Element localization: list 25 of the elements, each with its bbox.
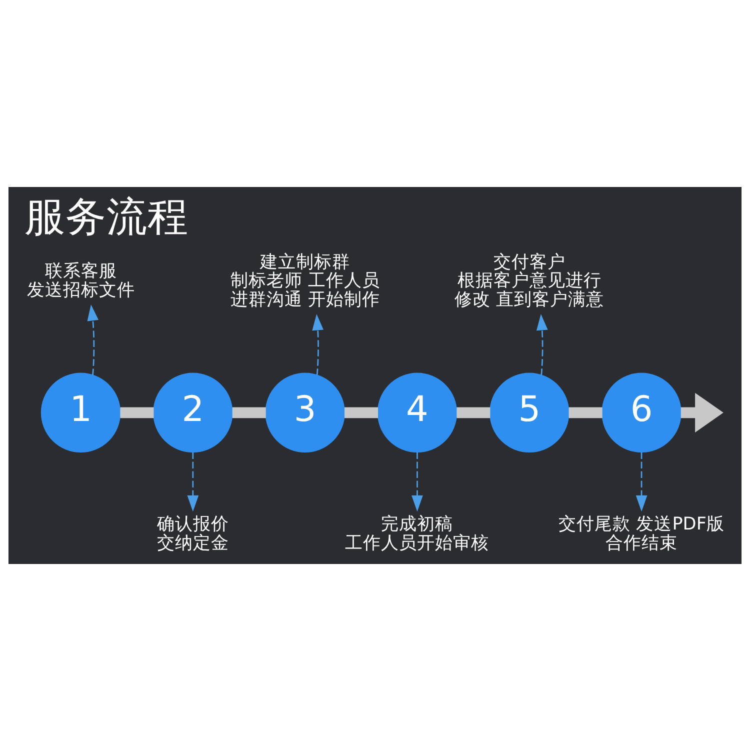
connector	[232, 406, 266, 418]
node-circle: 3	[265, 372, 345, 452]
arrow	[412, 452, 423, 512]
node-text: 交付客户根据客户意见进行修改 直到客户满意	[454, 252, 604, 310]
arrow	[536, 313, 548, 375]
node-circle: 2	[153, 372, 233, 452]
node-text: 建立制标群制标老师 工作人员进群沟通 开始制作	[230, 252, 380, 310]
connector	[344, 406, 378, 418]
arrow	[87, 304, 99, 375]
node-text: 交付尾款 发送PDF版合作结束	[558, 514, 724, 553]
node-circle: 1	[40, 372, 121, 452]
node-text: 联系客服发送招标文件	[26, 261, 135, 300]
node-circle: 6	[602, 372, 682, 452]
node-text: 完成初稿工作人员开始审核	[345, 514, 490, 553]
connector	[120, 406, 154, 418]
arrow	[312, 313, 324, 375]
arrow	[680, 392, 724, 432]
node-circle: 4	[377, 372, 458, 452]
node-circle: 5	[490, 372, 570, 452]
connector	[456, 406, 490, 418]
node-text: 确认报价交纳定金	[156, 514, 229, 553]
arrow	[187, 452, 199, 512]
diagram-title: 服务流程	[24, 192, 188, 240]
connector	[568, 406, 602, 418]
arrow	[636, 452, 648, 512]
